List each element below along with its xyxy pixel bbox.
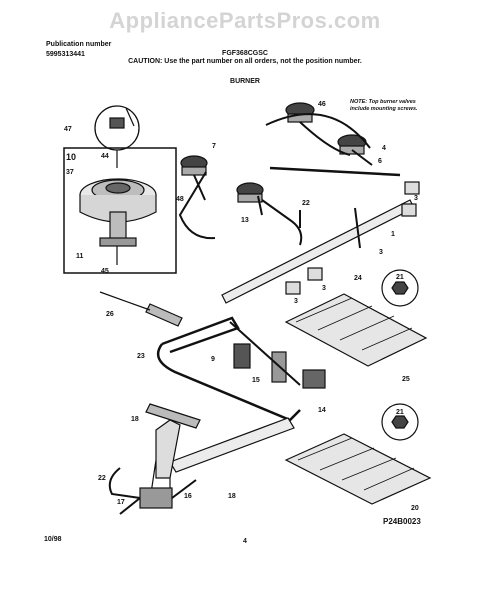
burner-tubing — [178, 113, 373, 246]
page-number: 4 — [243, 538, 247, 545]
igniter-26 — [99, 291, 183, 327]
nut-detail-21b — [381, 403, 419, 441]
bracket-3a — [404, 181, 420, 195]
callout-3c: 3 — [322, 285, 326, 292]
callout-4: 4 — [382, 145, 386, 152]
callout-7: 7 — [212, 143, 216, 150]
oven-shield-20 — [284, 433, 432, 505]
publication-label: Publication number — [46, 41, 112, 48]
oven-burner-tube — [156, 316, 301, 422]
callout-11: 11 — [76, 253, 84, 260]
callout-22a: 22 — [302, 200, 310, 207]
callout-46: 46 — [318, 101, 326, 108]
gas-manifold — [221, 199, 415, 304]
callout-22b: 22 — [98, 475, 106, 482]
callout-23: 23 — [137, 353, 145, 360]
valve-14 — [302, 369, 326, 389]
callout-48: 48 — [176, 196, 184, 203]
callout-6: 6 — [378, 158, 382, 165]
oven-burner-pipe — [169, 417, 295, 473]
callout-10: 10 — [66, 152, 76, 162]
watermark: AppliancePartsPros.com — [109, 8, 381, 33]
bracket-3c — [307, 267, 323, 281]
valve-17 — [139, 487, 173, 509]
callout-45: 45 — [101, 268, 109, 275]
caution-text: CAUTION: Use the part number on all orde… — [128, 58, 362, 65]
callout-13: 13 — [241, 217, 249, 224]
note-line-2: include mounting screws. — [350, 106, 418, 112]
callout-17: 17 — [117, 499, 125, 506]
callout-18a: 18 — [131, 416, 139, 423]
callout-14: 14 — [318, 407, 326, 414]
nut-detail-21a — [381, 269, 419, 307]
spark-module-9 — [233, 343, 251, 369]
detail-screw-drawing — [109, 107, 135, 129]
bracket-3b — [401, 203, 417, 217]
top-burner-rear-left — [285, 102, 315, 123]
callout-9: 9 — [211, 356, 215, 363]
callout-3a: 3 — [414, 195, 418, 202]
callout-47: 47 — [64, 126, 72, 133]
note-line-1: NOTE: Top burner valves — [350, 99, 416, 105]
bracket-3d — [285, 281, 301, 295]
footer-date: 10/98 — [44, 536, 62, 543]
model-number: FGF368CGSC — [222, 50, 268, 57]
section-title: BURNER — [230, 78, 260, 85]
callout-25: 25 — [402, 376, 410, 383]
inset-box — [63, 147, 177, 274]
top-burner-center — [236, 182, 264, 203]
thermostat-bulb-19 — [145, 403, 201, 429]
callout-37: 37 — [66, 169, 74, 176]
callout-18b: 18 — [228, 493, 236, 500]
callout-44: 44 — [101, 153, 109, 160]
burner-base-drawing — [79, 178, 157, 247]
callout-3d: 3 — [294, 298, 298, 305]
callout-20: 20 — [411, 505, 419, 512]
callout-21a: 21 — [396, 274, 404, 281]
callout-1: 1 — [391, 231, 395, 238]
gas-tubing-22 — [108, 467, 141, 499]
publication-number: 5995313441 — [46, 51, 85, 58]
callout-21b: 21 — [396, 409, 404, 416]
broiler-shield-25 — [284, 293, 428, 367]
callout-16: 16 — [184, 493, 192, 500]
figure-code: P24B0023 — [383, 517, 421, 526]
callout-24: 24 — [354, 275, 362, 282]
callout-15: 15 — [252, 377, 260, 384]
callout-3b: 3 — [379, 249, 383, 256]
top-burner-front-left — [180, 155, 208, 176]
callout-26: 26 — [106, 311, 114, 318]
